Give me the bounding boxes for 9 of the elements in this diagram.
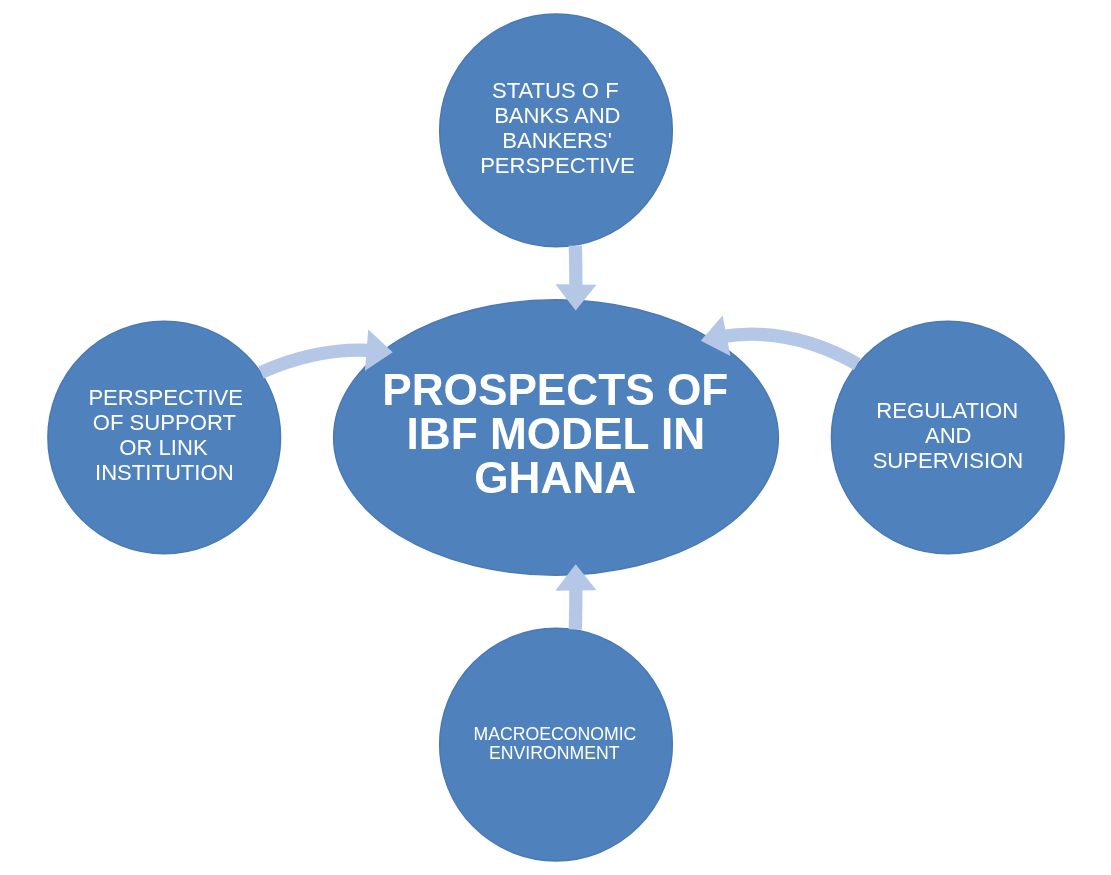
node-circle: STATUS O F BANKS AND BANKERS' PERSPECTIVE	[438, 13, 673, 248]
arrow	[257, 329, 393, 379]
node-circle: MACROECONOMIC ENVIRONMENT	[438, 627, 673, 862]
arrow	[554, 564, 597, 630]
arrow	[700, 315, 860, 370]
node-circle: REGULATION AND SUPERVISION	[830, 320, 1065, 555]
node-ellipse: PROSPECTS OF IBF MODEL IN GHANA	[332, 299, 779, 576]
arrow	[554, 245, 597, 311]
node-circle: PERSPECTIVE OF SUPPORT OR LINK INSTITUTION	[46, 320, 281, 555]
